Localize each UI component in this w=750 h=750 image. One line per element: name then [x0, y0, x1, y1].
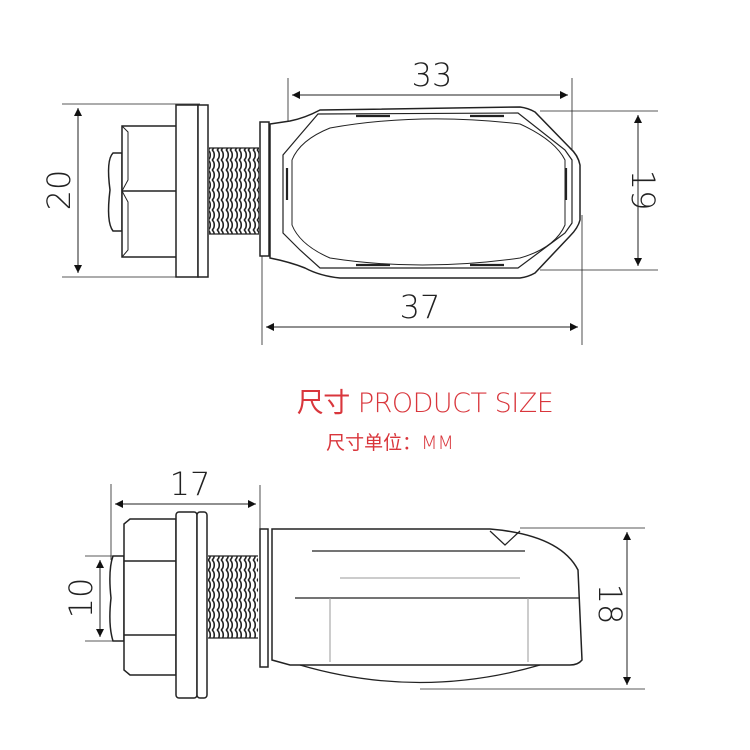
- dim-lens-height: 19: [624, 170, 662, 211]
- dim-thread-length: 17: [170, 465, 211, 503]
- dim-nut-height: 20: [40, 170, 78, 211]
- dim-lens-length: 33: [412, 56, 453, 94]
- product-size-title: 尺寸 PRODUCT SIZE: [296, 388, 554, 419]
- dim-body-height: 18: [591, 584, 629, 625]
- unit-label: 尺寸单位：MM: [326, 432, 454, 454]
- dim-thread-diameter: 10: [62, 578, 100, 619]
- top-view: [62, 78, 658, 345]
- side-view: [85, 484, 645, 699]
- dim-total-length: 37: [400, 288, 441, 326]
